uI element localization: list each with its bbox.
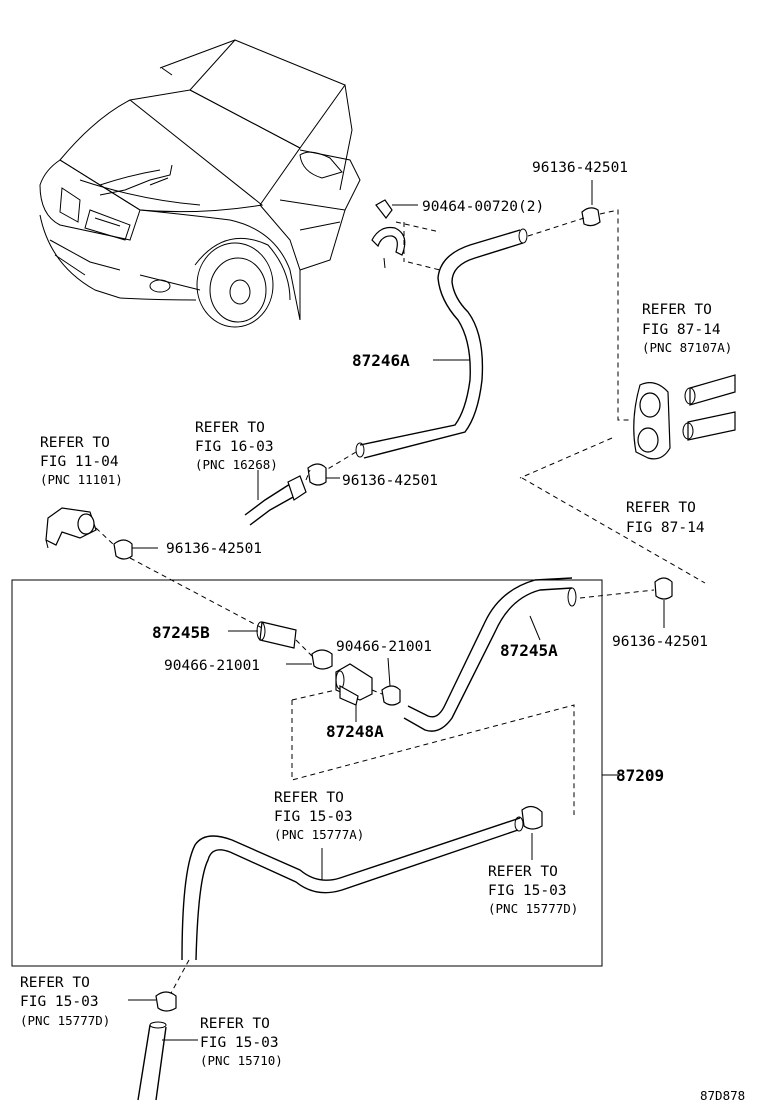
label-87209: 87209 [616, 766, 664, 785]
clamp-lower-right [521, 805, 543, 860]
diagram-id: 87D878 [700, 1088, 745, 1103]
clamp-90466-left [286, 649, 333, 670]
grommet-87107A [633, 374, 736, 460]
clamp-96136-left [113, 539, 158, 560]
label-87248A: 87248A [326, 722, 384, 741]
refer-15-03-a-line2: FIG 15-03 [274, 809, 353, 825]
label-clamp-top-right: 96136-42501 [532, 160, 628, 176]
hose-stub-16-03 [244, 470, 307, 526]
label-87246A: 87246A [352, 351, 410, 370]
clamp-96136-right [654, 577, 673, 628]
label-clamp-mid: 96136-42501 [342, 473, 438, 489]
refer-15-03-a-line3: (PNC 15777A) [274, 827, 364, 842]
clamp-lower-left [128, 991, 177, 1012]
clamp-96136-mid [307, 463, 340, 486]
refer-11-04-line1: REFER TO [40, 435, 110, 451]
assembly-frame-87209 [11, 579, 603, 967]
refer-11-04-line3: (PNC 11101) [40, 472, 123, 487]
label-87245A: 87245A [500, 641, 558, 660]
refer-87-14-a-line1: REFER TO [642, 302, 712, 318]
labels: 90464-00720(2) 96136-42501 REFER TO FIG … [20, 160, 745, 1103]
refer-16-03-line1: REFER TO [195, 420, 265, 436]
label-90466-right: 90466-21001 [336, 639, 432, 655]
refer-15-03-b-line1: REFER TO [488, 864, 558, 880]
refer-15-03-c-line1: REFER TO [20, 975, 90, 991]
refer-15-03-d-line2: FIG 15-03 [200, 1035, 279, 1051]
label-clamp-right: 96136-42501 [612, 634, 708, 650]
hose-lower [181, 816, 524, 961]
clamp-96136-top-right [581, 180, 601, 227]
refer-87-14-a-line2: FIG 87-14 [642, 322, 721, 338]
hose-87246A [355, 228, 528, 459]
refer-87-14-b-line2: FIG 87-14 [626, 520, 705, 536]
refer-15-03-b-line3: (PNC 15777D) [488, 901, 578, 916]
refer-15-03-b-line2: FIG 15-03 [488, 883, 567, 899]
refer-11-04-line2: FIG 11-04 [40, 454, 119, 470]
hose-87245B [228, 621, 297, 649]
refer-15-03-d-line3: (PNC 15710) [200, 1053, 283, 1068]
label-clamp-left: 96136-42501 [166, 541, 262, 557]
label-90466-left: 90466-21001 [164, 658, 260, 674]
clip-90464 [371, 199, 418, 269]
hose-87245A [403, 577, 577, 732]
refer-15-03-c-line2: FIG 15-03 [20, 994, 99, 1010]
vehicle-illustration [39, 39, 361, 328]
label-clip-90464: 90464-00720(2) [422, 199, 544, 215]
refer-87-14-b-line1: REFER TO [626, 500, 696, 516]
refer-15-03-d-line1: REFER TO [200, 1016, 270, 1032]
refer-16-03-line3: (PNC 16268) [195, 457, 278, 472]
fitting-11-04 [45, 507, 97, 549]
joint-87248A [335, 663, 373, 722]
refer-15-03-a-line1: REFER TO [274, 790, 344, 806]
refer-15-03-c-line3: (PNC 15777D) [20, 1013, 110, 1028]
refer-16-03-line2: FIG 16-03 [195, 439, 274, 455]
label-87245B: 87245B [152, 623, 210, 642]
refer-87-14-a-line3: (PNC 87107A) [642, 340, 732, 355]
hose-stub-15710 [137, 1021, 198, 1101]
clamp-90466-right [381, 657, 401, 706]
